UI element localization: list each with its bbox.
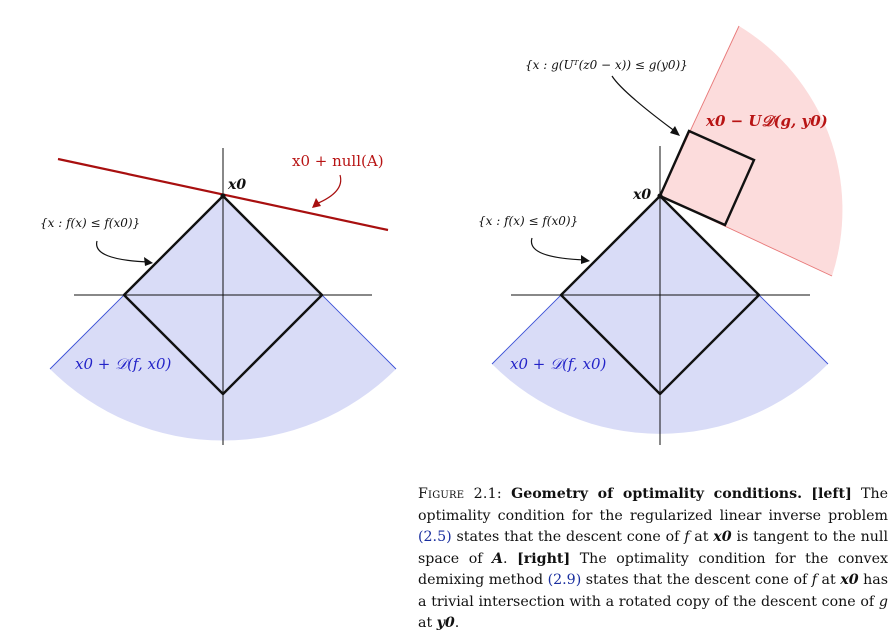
- symbol-x0: x0: [840, 572, 859, 588]
- null-space-arrow: [315, 174, 342, 205]
- symbol-f: f: [811, 572, 818, 588]
- left-tag: [left]: [811, 486, 852, 502]
- figure-label: Figure 2.1:: [418, 486, 502, 502]
- equation-ref-2-9[interactable]: (2.9): [547, 572, 582, 588]
- null-space-arrowhead: [312, 198, 321, 208]
- left-x0-point: [220, 193, 226, 199]
- caption-text: states that the descent cone of: [451, 529, 685, 545]
- caption-text: The optimality condition for the regular…: [418, 486, 889, 524]
- right-x0-point: [657, 193, 663, 199]
- rotated-level-set-label: {x : g(Uᵀ(z0 − x)) ≤ g(y0)}: [525, 58, 688, 72]
- rotated-level-set-square: [658, 129, 756, 227]
- rotated-cone-label: x0 − U𝒟(g, y0): [705, 112, 828, 130]
- left-level-set-arrowhead: [144, 257, 153, 266]
- right-descent-cone-label: x0 + 𝒟(f, x0): [510, 355, 606, 373]
- symbol-A: A: [492, 550, 504, 567]
- right-level-set-arrow: [530, 237, 587, 261]
- figure-caption: Figure 2.1: Geometry of optimality condi…: [418, 484, 888, 635]
- left-level-set-arrow: [96, 240, 151, 263]
- caption-text: The optimality condition for the convex …: [418, 550, 888, 589]
- right-level-set-arrowhead: [581, 255, 590, 264]
- left-x0-label: x0: [227, 177, 246, 193]
- caption-text: at: [689, 529, 714, 545]
- caption-text: is tangent to the null space of: [418, 529, 888, 567]
- right-tag: [right]: [517, 550, 571, 567]
- left-panel: {x : f(x) ≤ f(x0)} x0 x0 + null(A) x0 + …: [40, 148, 397, 445]
- null-space-label: x0 + null(A): [292, 152, 384, 170]
- left-descent-cone-label: x0 + 𝒟(f, x0): [75, 355, 171, 373]
- rotated-level-set-arrow: [611, 75, 677, 133]
- symbol-x0: x0: [713, 529, 732, 545]
- rotated-level-set-arrowhead: [670, 126, 680, 136]
- caption-text: at: [817, 572, 841, 588]
- rotated-descent-cone: [660, 26, 843, 276]
- right-panel: {x : f(x) ≤ f(x0)} x0 {x : g(Uᵀ(z0 − x))…: [478, 25, 843, 445]
- right-level-set-label: {x : f(x) ≤ f(x0)}: [478, 214, 578, 228]
- caption-text: .: [454, 615, 460, 631]
- caption-text: at: [418, 615, 437, 631]
- optimality-figure: {x : f(x) ≤ f(x0)} x0 x0 + null(A) x0 + …: [40, 25, 843, 445]
- equation-ref-2-5[interactable]: (2.5): [418, 529, 452, 545]
- caption-text: .: [503, 550, 518, 567]
- right-x0-label: x0: [632, 187, 651, 203]
- caption-text: states that the descent cone of: [581, 572, 812, 588]
- symbol-f: f: [684, 529, 690, 545]
- right-level-set-diamond: [559, 194, 761, 396]
- symbol-y0: y0: [436, 615, 455, 631]
- left-level-set-diamond: [122, 194, 324, 396]
- figure-title: Geometry of optimality conditions.: [511, 486, 803, 502]
- left-level-set-label: {x : f(x) ≤ f(x0)}: [40, 216, 140, 230]
- symbol-g: g: [878, 593, 888, 610]
